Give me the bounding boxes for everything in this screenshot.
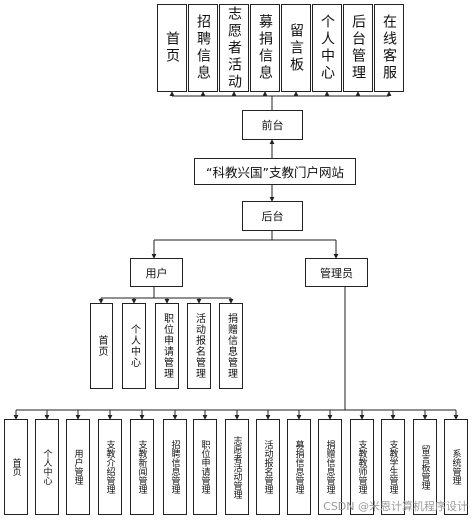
admin-module-recruitment-management: 招聘信息管理 xyxy=(163,419,187,515)
admin-module-activity-signup: 活动报名管理 xyxy=(256,419,280,515)
admin-module-volunteer-activity: 志愿者活动管理 xyxy=(225,419,249,515)
frontend-node: 前台 xyxy=(242,110,303,140)
module-label: 职位申请管理 xyxy=(161,313,173,379)
admin-module-fundraising: 募捐信息管理 xyxy=(287,419,311,515)
module-online-service: 在线客服 xyxy=(374,4,404,92)
admin-module-job-application: 职位申请管理 xyxy=(193,419,217,515)
module-recruitment: 招聘信息 xyxy=(188,4,218,92)
module-home: 首页 xyxy=(157,4,187,92)
module-label: 用户管理 xyxy=(72,449,83,485)
admin-module-intro-management: 支教介绍管理 xyxy=(98,419,122,515)
module-personal-center: 个人中心 xyxy=(312,4,342,92)
site-title-node: “科教兴国”支教门户网站 xyxy=(194,158,356,185)
user-module-home: 首页 xyxy=(90,303,113,389)
module-label: 活动报名管理 xyxy=(193,313,205,379)
user-module-personal-center: 个人中心 xyxy=(122,303,146,389)
module-label: 系统管理 xyxy=(450,449,461,485)
admin-module-message-board: 留言板管理 xyxy=(413,419,437,515)
module-label: 留言板 xyxy=(288,22,304,74)
admin-module-home: 首页 xyxy=(4,419,28,515)
module-label: 招聘信息 xyxy=(195,14,211,82)
module-label: 支教教师管理 xyxy=(356,440,367,494)
module-message-board: 留言板 xyxy=(281,4,311,92)
module-label: 支教新闻管理 xyxy=(136,440,147,494)
module-label: 志愿者活动 xyxy=(226,5,242,91)
module-backend-admin: 后台管理 xyxy=(343,4,373,92)
module-label: 首页 xyxy=(164,31,180,65)
module-donation: 募捐信息 xyxy=(250,4,280,92)
module-label: 首页 xyxy=(96,335,107,357)
admin-module-system-management: 系统管理 xyxy=(444,419,468,515)
module-label: 招聘信息管理 xyxy=(169,440,180,494)
module-label: 募捐信息 xyxy=(257,14,273,82)
module-label: 募捐信息管理 xyxy=(293,440,304,494)
module-label: 支教学生管理 xyxy=(387,440,398,494)
module-label: 志愿者活动管理 xyxy=(231,435,242,499)
admin-module-student-management: 支教学生管理 xyxy=(381,419,405,515)
module-label: 活动报名管理 xyxy=(262,440,273,494)
module-label: 捐赠信息管理 xyxy=(225,313,237,379)
user-module-activity-signup: 活动报名管理 xyxy=(187,303,211,389)
module-label: 留言板管理 xyxy=(419,444,430,490)
module-label: 捐赠信息管理 xyxy=(324,440,335,494)
module-label: 个人中心 xyxy=(41,449,52,485)
module-label: 个人中心 xyxy=(319,14,335,82)
module-label: 在线客服 xyxy=(381,14,397,82)
admin-node: 管理员 xyxy=(305,258,368,287)
module-label: 后台管理 xyxy=(350,14,366,82)
module-volunteer: 志愿者活动 xyxy=(219,4,249,92)
admin-module-personal-center: 个人中心 xyxy=(35,419,59,515)
user-module-job-application: 职位申请管理 xyxy=(155,303,179,389)
module-label: 职位申请管理 xyxy=(199,440,210,494)
module-label: 首页 xyxy=(10,458,21,476)
admin-module-teacher-management: 支教教师管理 xyxy=(350,419,374,515)
user-node: 用户 xyxy=(130,258,183,287)
user-module-donation-info: 捐赠信息管理 xyxy=(219,303,243,389)
module-label: 个人中心 xyxy=(128,324,140,368)
admin-module-user-management: 用户管理 xyxy=(66,419,90,515)
admin-module-news-management: 支教新闻管理 xyxy=(130,419,154,515)
backend-node: 后台 xyxy=(242,201,303,231)
admin-module-donation-info: 捐赠信息管理 xyxy=(318,419,342,515)
module-label: 支教介绍管理 xyxy=(104,440,115,494)
watermark: CSDN @米恩计算机程序设计 xyxy=(323,500,468,513)
